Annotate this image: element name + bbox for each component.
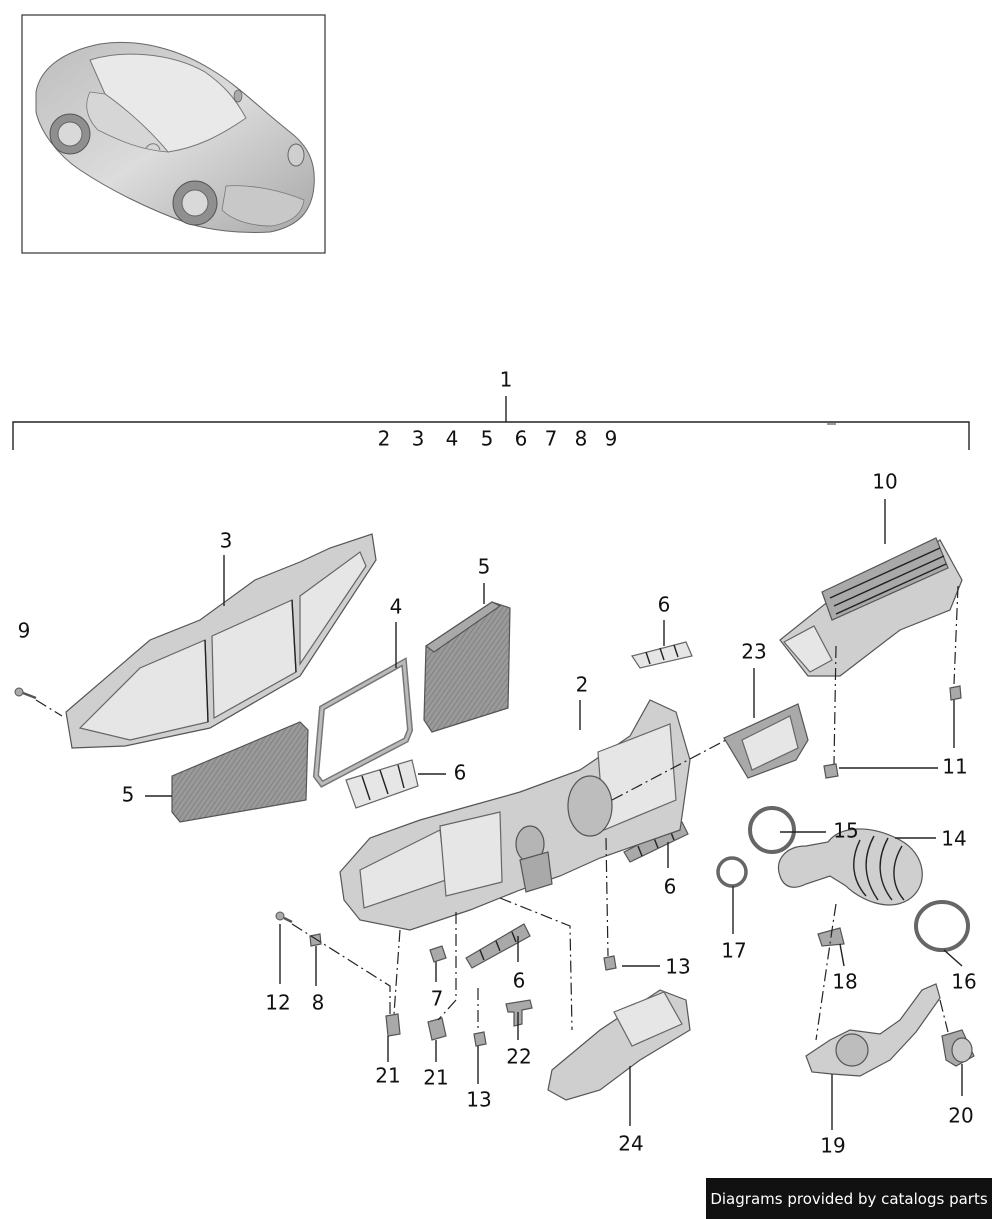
part-10-intake-duct <box>779 537 963 677</box>
part-12-screw <box>275 911 293 924</box>
callout-9: 9 <box>18 619 31 643</box>
part-24-lower-duct <box>547 989 691 1101</box>
part-7-grommet <box>429 945 447 963</box>
callout-sub-6: 6 <box>515 427 528 451</box>
part-5-filter-upper <box>423 601 511 733</box>
callout-6-d: 6 <box>513 969 526 993</box>
leader-lines <box>145 499 963 1130</box>
part-3-housing-cover <box>65 533 377 749</box>
assembly-bracket <box>12 396 970 450</box>
part-13-nut-b <box>473 1031 487 1047</box>
part-5-filter-lower <box>171 721 309 823</box>
part-2-main-housing <box>339 699 691 931</box>
part-6-grille-b <box>345 759 419 809</box>
callout-17: 17 <box>721 939 746 963</box>
callout-sub-8: 8 <box>575 427 588 451</box>
callout-5-lower: 5 <box>122 783 135 807</box>
callout-sub-4: 4 <box>446 427 459 451</box>
callout-12: 12 <box>265 991 290 1015</box>
part-4-gasket <box>312 657 414 788</box>
callout-13-bottom: 13 <box>466 1088 491 1112</box>
callout-8: 8 <box>312 991 325 1015</box>
callout-6-c: 6 <box>664 875 677 899</box>
callout-sub-3: 3 <box>412 427 425 451</box>
callout-3: 3 <box>220 529 233 553</box>
part-15-clamp <box>748 806 796 854</box>
part-23-duct-seal <box>723 703 809 779</box>
part-14-intake-hose <box>777 828 923 906</box>
callout-22: 22 <box>506 1045 531 1069</box>
callout-6-b: 6 <box>454 761 467 785</box>
callout-sub-7: 7 <box>545 427 558 451</box>
callout-16: 16 <box>951 970 976 994</box>
callout-13-right: 13 <box>665 955 690 979</box>
callout-assembly: 1 <box>500 368 513 392</box>
callout-23: 23 <box>741 640 766 664</box>
callout-18: 18 <box>832 970 857 994</box>
car-thumbnail <box>21 14 326 254</box>
part-21-clip-b <box>427 1017 447 1041</box>
callout-4: 4 <box>390 595 403 619</box>
callout-20: 20 <box>948 1104 973 1128</box>
credit-banner[interactable]: Diagrams provided by catalogs parts <box>706 1178 992 1219</box>
part-11-grommets <box>823 423 962 779</box>
part-16-clamp <box>914 900 970 952</box>
callout-21-a: 21 <box>375 1064 400 1088</box>
callout-labels: 1 2 3 4 5 6 7 8 9 3 9 4 5 5 6 6 6 6 2 10… <box>18 368 977 1158</box>
callout-24: 24 <box>618 1132 643 1156</box>
part-13-nut-a <box>603 955 617 971</box>
callout-7: 7 <box>431 987 444 1011</box>
callout-sub-5: 5 <box>481 427 494 451</box>
part-6-grille-a <box>631 641 693 669</box>
callout-11: 11 <box>942 755 967 779</box>
part-17-clamp <box>716 856 748 888</box>
callout-sub-9: 9 <box>605 427 618 451</box>
callout-10: 10 <box>872 470 897 494</box>
callout-5-upper: 5 <box>478 555 491 579</box>
callout-sub-2: 2 <box>378 427 391 451</box>
callout-15: 15 <box>833 819 858 843</box>
part-20-connector <box>941 1029 975 1067</box>
callout-19: 19 <box>820 1134 845 1158</box>
callout-21-b: 21 <box>423 1066 448 1090</box>
part-22-tee <box>505 999 533 1027</box>
part-9-screw <box>14 687 37 700</box>
callout-14: 14 <box>941 827 966 851</box>
sports-car-thumbnail-icon <box>35 41 315 234</box>
part-19-valve <box>805 983 941 1077</box>
part-6-grille-d <box>465 923 531 969</box>
callout-2: 2 <box>576 673 589 697</box>
callout-6-a: 6 <box>658 593 671 617</box>
part-21-clip-a <box>385 1013 401 1037</box>
assembly-lines <box>35 585 959 1041</box>
